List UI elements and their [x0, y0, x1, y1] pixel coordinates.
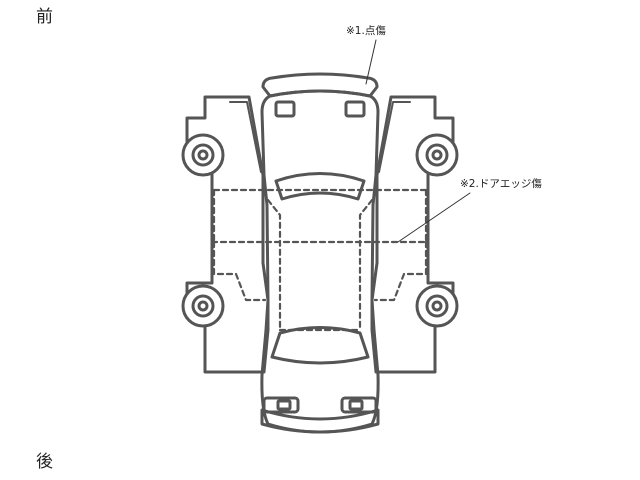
headlight-right	[344, 100, 366, 118]
window-rear	[270, 326, 370, 365]
damage-note-2-leader	[397, 192, 471, 243]
windshield-front	[274, 172, 366, 201]
rear-right-wheel	[415, 284, 459, 328]
damage-note-1: ※1.点傷	[346, 25, 386, 37]
front-left-wheel	[181, 133, 225, 177]
headlight-left	[274, 100, 296, 118]
taillight-left	[262, 396, 300, 414]
damage-note-2: ※2.ドアエッジ傷	[460, 178, 542, 190]
car-body-outline	[260, 89, 380, 434]
rear-left-wheel	[181, 284, 225, 328]
door-outline-dashes	[210, 188, 430, 332]
rear-label: 後	[36, 452, 53, 472]
trunk-panel	[260, 396, 380, 434]
damage-note-1-leader	[365, 39, 377, 85]
front-label: 前	[36, 7, 53, 27]
front-right-wheel	[415, 133, 459, 177]
taillight-right	[340, 396, 378, 414]
